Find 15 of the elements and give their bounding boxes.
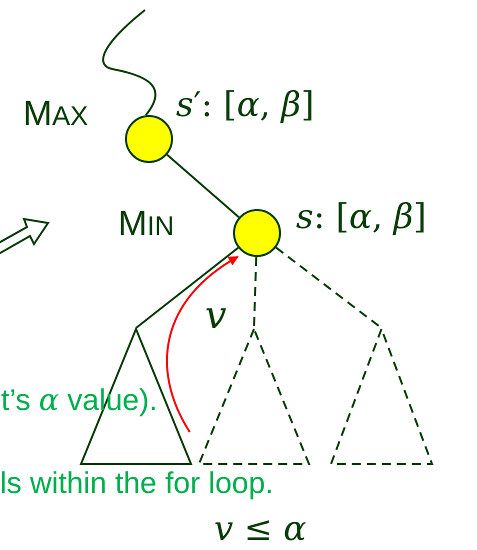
- player-label: MAX: [23, 96, 88, 131]
- wavy-line: [102, 9, 156, 116]
- math-expression: v ≤ α: [214, 512, 306, 546]
- tree-node-circle: [125, 115, 173, 163]
- subtree-triangle: [198, 328, 310, 465]
- tree-edge: [166, 154, 240, 218]
- player-label: MIN: [118, 206, 174, 241]
- subtree-triangle: [330, 328, 433, 465]
- interval-label: s: [α, β]: [296, 200, 426, 234]
- note-text: ls within the for loop.: [0, 469, 274, 499]
- tree-node-circle: [233, 209, 281, 257]
- tree-edge: [253, 256, 258, 328]
- edge-label: v: [205, 296, 226, 334]
- tree-edge: [135, 247, 239, 329]
- interval-label: s′: [α, β]: [176, 88, 314, 122]
